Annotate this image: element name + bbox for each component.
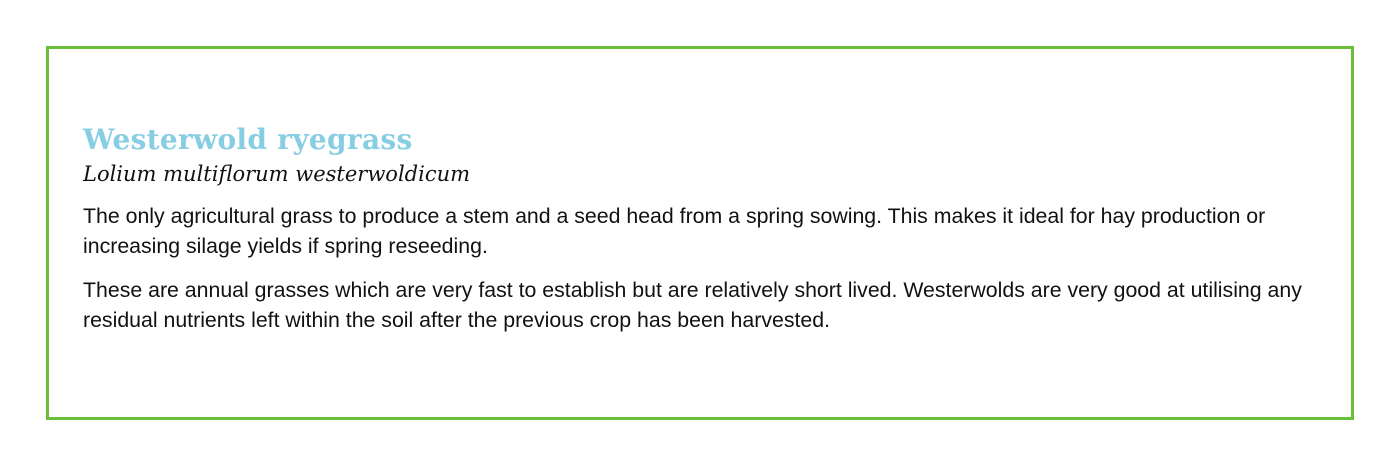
- description-paragraph-2: These are annual grasses which are very …: [83, 278, 1302, 332]
- card-title: Westerwold ryegrass: [83, 123, 413, 156]
- card-content: Westerwold ryegrass Lolium multiflorum w…: [83, 121, 1313, 349]
- info-card: Westerwold ryegrass Lolium multiflorum w…: [46, 46, 1354, 420]
- description-paragraph-1: The only agricultural grass to produce a…: [83, 204, 1266, 258]
- card-subtitle-latin-name: Lolium multiflorum westerwoldicum: [83, 162, 471, 186]
